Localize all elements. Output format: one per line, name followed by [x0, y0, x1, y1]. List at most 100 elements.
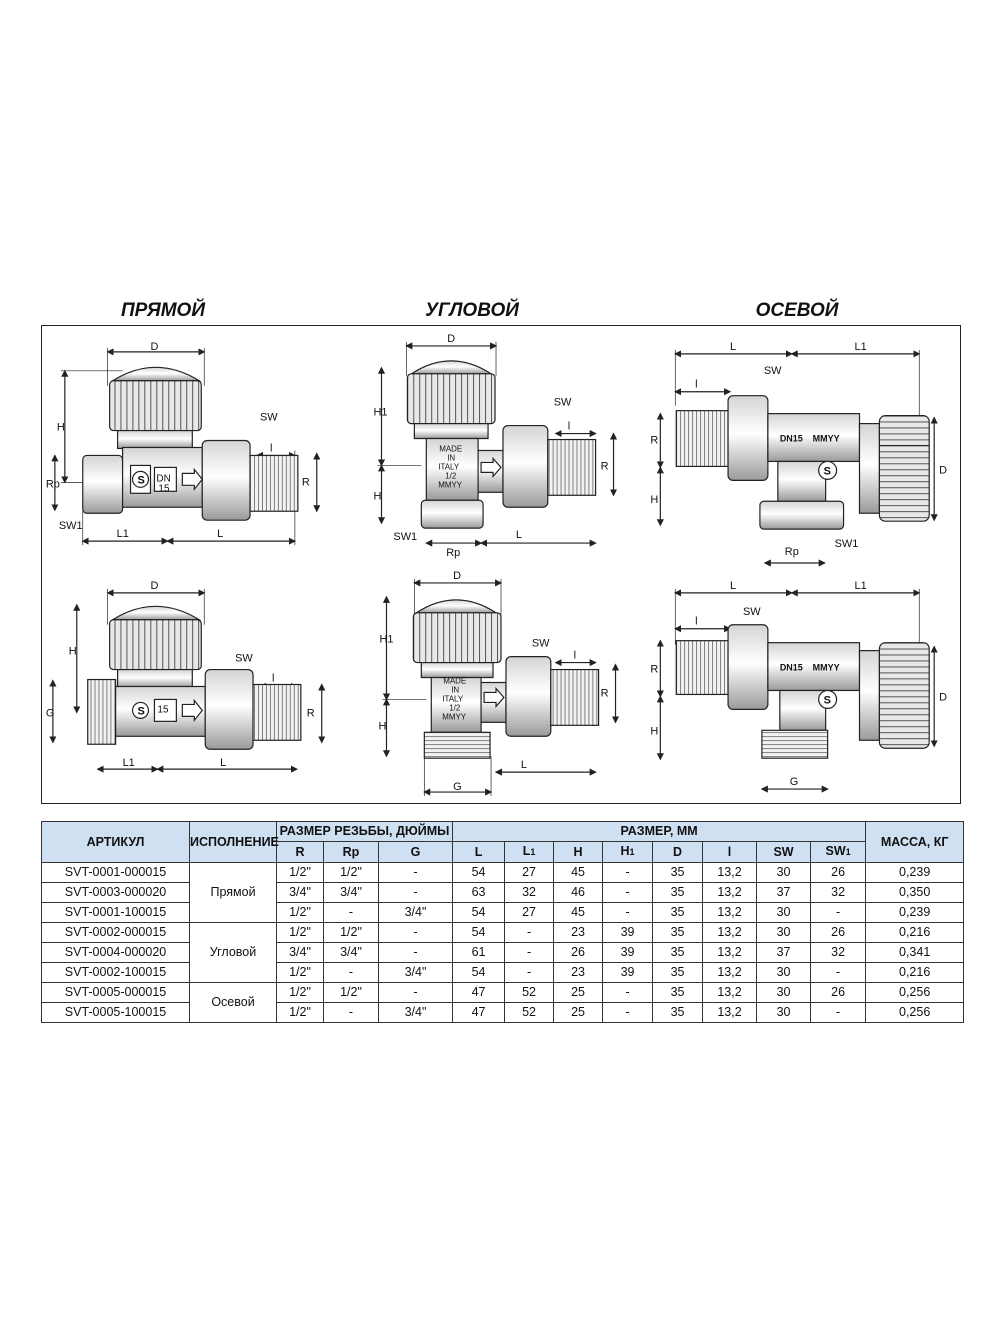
- cell-SW1: 26: [810, 982, 867, 1003]
- svg-text:D: D: [939, 691, 947, 703]
- svg-text:D: D: [453, 570, 461, 582]
- svg-text:L: L: [220, 757, 226, 769]
- cell-mass: 0,350: [865, 882, 965, 903]
- cell-mass: 0,239: [865, 862, 965, 883]
- cell-R: 3/4": [276, 882, 324, 903]
- svg-text:IN: IN: [451, 685, 459, 694]
- cell-article: SVT-0003-000020: [41, 882, 190, 903]
- table-row: SVT-0003-000020 3/4" 3/4" - 63 32 46 - 3…: [41, 882, 965, 903]
- svg-text:H: H: [57, 422, 65, 434]
- svg-text:SW: SW: [532, 638, 550, 650]
- cell-SW1: -: [810, 1002, 867, 1023]
- cell-Rp: -: [323, 902, 379, 923]
- drawing-straight-g-labels: D H G L1 L l R SW 15 S: [46, 580, 315, 769]
- table-row: SVT-0002-100015 1/2" - 3/4" 54 - 23 39 3…: [41, 962, 965, 983]
- svg-text:MADE: MADE: [443, 677, 466, 686]
- cell-mass: 0,341: [865, 942, 965, 963]
- cell-article: SVT-0001-100015: [41, 902, 190, 923]
- table-row: SVT-0001-000015 Прямой 1/2" 1/2" - 54 27…: [41, 862, 965, 923]
- cell-l: 13,2: [702, 882, 758, 903]
- cell-SW: 30: [756, 862, 812, 883]
- svg-text:R: R: [302, 476, 310, 488]
- svg-text:ITALY: ITALY: [442, 694, 464, 703]
- svg-text:D: D: [150, 341, 158, 353]
- svg-text:H: H: [379, 720, 387, 732]
- svg-text:IN: IN: [447, 453, 455, 462]
- drawing-axial-g: [656, 588, 938, 793]
- cell-L: 54: [452, 862, 506, 883]
- table-row: SVT-0004-000020 3/4" 3/4" - 61 - 26 39 3…: [41, 942, 965, 963]
- cell-H1: 39: [602, 922, 654, 943]
- svg-text:l: l: [574, 650, 576, 662]
- cell-D: 35: [652, 902, 704, 923]
- header-R: R: [276, 841, 324, 863]
- svg-text:SW: SW: [235, 653, 253, 665]
- cell-article: SVT-0005-100015: [41, 1002, 190, 1023]
- cell-R: 1/2": [276, 922, 324, 943]
- cell-L1: 32: [504, 882, 555, 903]
- svg-text:DN15: DN15: [780, 434, 803, 444]
- svg-text:Rp: Rp: [446, 547, 460, 559]
- svg-text:D: D: [939, 464, 947, 476]
- svg-text:15: 15: [157, 704, 169, 715]
- svg-text:L: L: [521, 759, 527, 771]
- cell-l: 13,2: [702, 922, 758, 943]
- cell-article: SVT-0002-100015: [41, 962, 190, 983]
- cell-H1: 39: [602, 942, 654, 963]
- svg-text:SW1: SW1: [393, 531, 417, 543]
- svg-text:S: S: [138, 474, 145, 486]
- drawing-angle-g: [382, 578, 620, 797]
- cell-version: Осевой: [189, 982, 277, 1023]
- cell-l: 13,2: [702, 1002, 758, 1023]
- cell-H: 25: [553, 982, 604, 1003]
- cell-SW1: 32: [810, 882, 867, 903]
- svg-text:l: l: [695, 616, 697, 628]
- cell-L: 47: [452, 1002, 506, 1023]
- table-row: SVT-0005-000015 Осевой 1/2" 1/2" - 47 52…: [41, 982, 965, 1023]
- cell-L1: -: [504, 962, 555, 983]
- cell-mass: 0,216: [865, 922, 965, 943]
- cell-L1: -: [504, 922, 555, 943]
- cell-SW: 37: [756, 942, 812, 963]
- cell-R: 1/2": [276, 982, 324, 1003]
- svg-text:L1: L1: [117, 528, 129, 540]
- spec-table: АРТИКУЛ ИСПОЛНЕНИЕ РАЗМЕР РЕЗЬБЫ, ДЮЙМЫ …: [41, 821, 965, 1023]
- cell-l: 13,2: [702, 862, 758, 883]
- svg-text:L: L: [730, 580, 736, 592]
- cell-l: 13,2: [702, 942, 758, 963]
- svg-text:L1: L1: [855, 580, 867, 592]
- heading-axial: ОСЕВОЙ: [755, 300, 839, 321]
- svg-text:R: R: [650, 435, 658, 447]
- svg-text:S: S: [138, 705, 145, 717]
- drawing-axial-rp: [656, 349, 938, 567]
- cell-G: 3/4": [377, 962, 454, 983]
- header-H1: H1: [602, 841, 654, 863]
- svg-text:H: H: [650, 494, 658, 506]
- header-SW1: SW1: [810, 841, 867, 863]
- svg-text:G: G: [790, 776, 799, 788]
- table-row: SVT-0005-100015 1/2" - 3/4" 47 52 25 - 3…: [41, 1002, 965, 1023]
- cell-SW1: -: [810, 902, 867, 923]
- drawing-axial-g-labels: L L1 l SW R H D G DN15 MMYY S: [650, 580, 947, 788]
- cell-H1: -: [602, 1002, 654, 1023]
- svg-text:l: l: [695, 379, 697, 391]
- cell-D: 35: [652, 862, 704, 883]
- cell-H1: -: [602, 882, 654, 903]
- cell-H: 45: [553, 902, 604, 923]
- cell-L: 61: [452, 942, 506, 963]
- cell-Rp: -: [323, 962, 379, 983]
- drawing-angle-g-labels: D H1 H G L l R SW MADE IN ITALY 1/2 MMYY: [379, 570, 609, 793]
- cell-SW: 30: [756, 982, 812, 1003]
- svg-text:H1: H1: [380, 634, 394, 646]
- svg-text:R: R: [601, 460, 609, 472]
- cell-SW: 30: [756, 902, 812, 923]
- cell-L1: 27: [504, 862, 555, 883]
- cell-G: -: [377, 922, 454, 943]
- cell-D: 35: [652, 922, 704, 943]
- cell-H: 46: [553, 882, 604, 903]
- svg-text:R: R: [650, 664, 658, 676]
- cell-R: 1/2": [276, 902, 324, 923]
- header-L: L: [452, 841, 506, 863]
- cell-R: 1/2": [276, 962, 324, 983]
- cell-mass: 0,256: [865, 982, 965, 1003]
